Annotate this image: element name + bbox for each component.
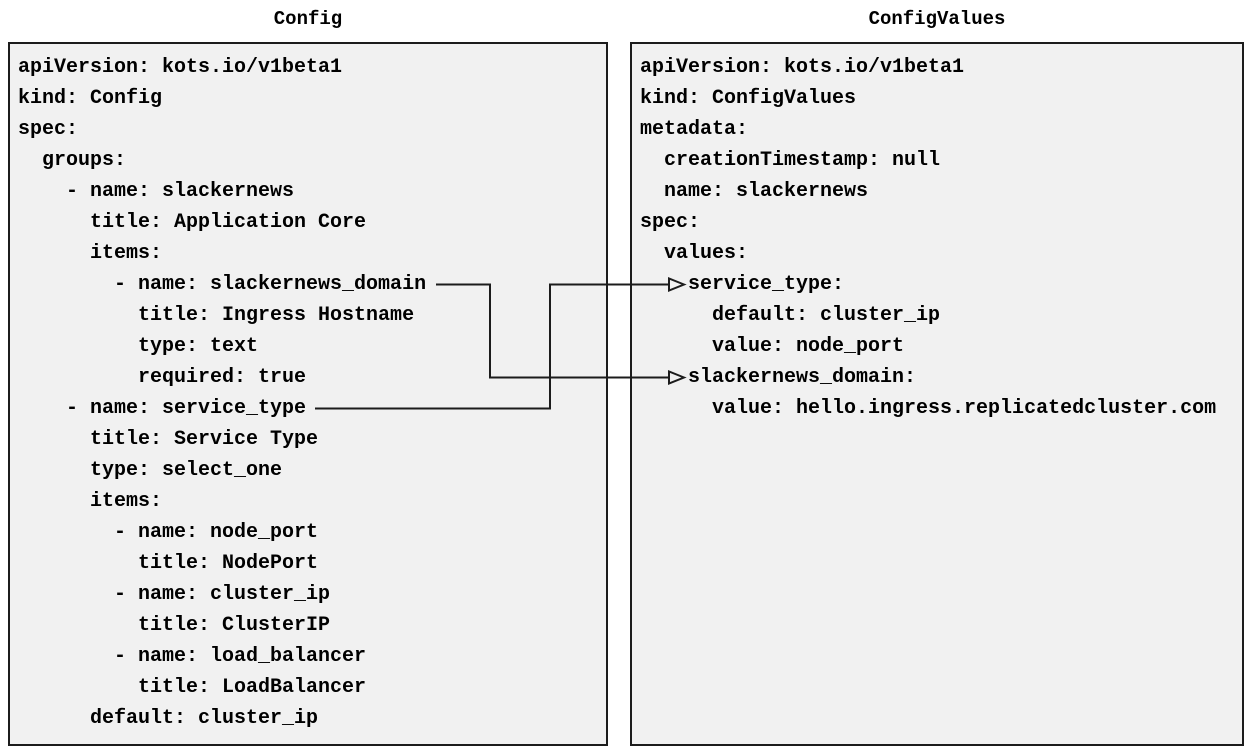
config-yaml-text: apiVersion: kots.io/v1beta1 kind: Config… xyxy=(18,56,427,730)
configvalues-yaml-text: apiVersion: kots.io/v1beta1 kind: Config… xyxy=(640,56,1217,420)
configvalues-panel-title: ConfigValues xyxy=(868,8,1006,30)
config-panel-title: Config xyxy=(273,8,343,30)
configvalues-panel: apiVersion: kots.io/v1beta1 kind: Config… xyxy=(630,42,1244,746)
config-panel: apiVersion: kots.io/v1beta1 kind: Config… xyxy=(8,42,608,746)
